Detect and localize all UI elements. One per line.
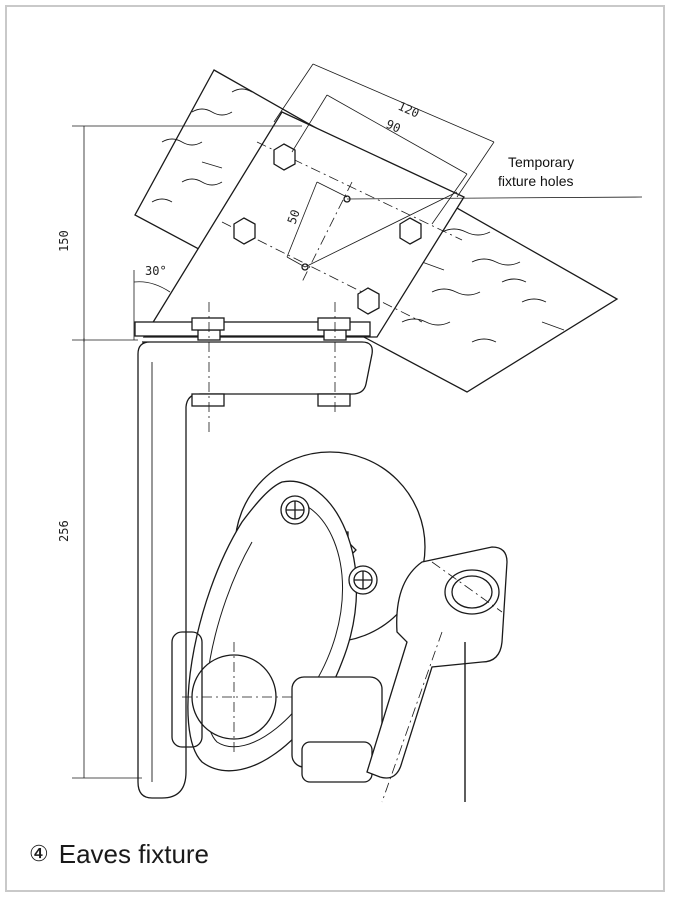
dimension-120: 120 xyxy=(396,99,422,121)
figure-caption: ④ Eaves fixture xyxy=(29,839,209,870)
bracket xyxy=(137,341,373,799)
vertical-dimensions xyxy=(72,125,302,779)
figure-frame: 120 90 50 150 256 30° Temporary fixture … xyxy=(5,5,665,892)
center-lines xyxy=(221,141,463,323)
pipe-clamp xyxy=(171,631,383,783)
dimension-50: 50 xyxy=(285,208,303,226)
annotation-leaders xyxy=(304,191,643,268)
technical-drawing: 120 90 50 150 256 30° Temporary fixture … xyxy=(57,63,643,803)
figure-number: ④ xyxy=(29,841,49,866)
plate-bolts xyxy=(233,143,422,315)
annotation-fixture-holes: fixture holes xyxy=(498,173,573,189)
dimension-90: 90 xyxy=(384,117,403,136)
bracket-bolts xyxy=(191,302,351,432)
dimension-50-lines xyxy=(286,181,348,268)
annotation-temporary: Temporary xyxy=(508,154,574,170)
mounting-plate xyxy=(134,111,465,338)
angle-30: 30° xyxy=(145,264,167,278)
angle-marker xyxy=(133,270,171,340)
figure-caption-text: Eaves fixture xyxy=(58,839,210,869)
dimension-256: 256 xyxy=(57,520,71,542)
pin-arm xyxy=(366,546,508,803)
top-dimensions xyxy=(273,63,495,225)
dimension-150: 150 xyxy=(57,230,71,252)
